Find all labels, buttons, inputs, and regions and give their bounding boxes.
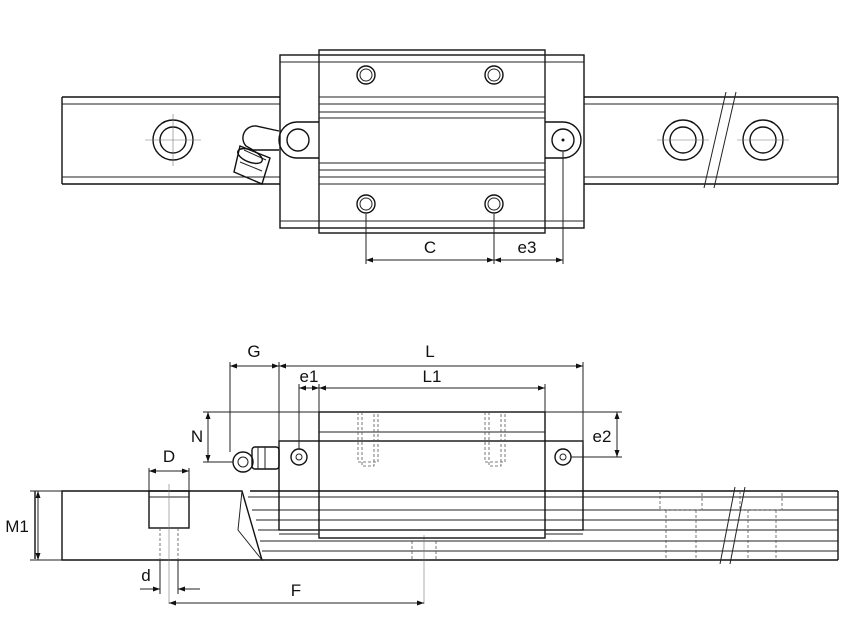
label-C: C [424,238,436,257]
bolt-side [148,484,190,604]
dim-d [140,560,200,594]
carriage-holes-top [356,65,504,214]
label-F: F [291,581,301,600]
grease-nipple-top [233,125,280,185]
label-D: D [163,447,175,466]
label-d: d [141,566,150,585]
grease-nipple-side [232,446,280,473]
label-L: L [425,342,434,361]
label-e1: e1 [300,367,319,386]
end-screws-side [290,448,572,466]
dim-G-L [229,362,584,452]
dim-M1 [30,490,62,561]
label-e2: e2 [593,427,612,446]
carriage-top-view [279,49,585,234]
label-e3: e3 [518,238,537,257]
rail-top-view [61,91,839,189]
carriage-side-view [278,411,584,539]
rail-hole-3 [737,119,789,161]
dim-e2 [545,411,622,458]
top-view: C e3 [61,49,839,264]
dim-N [203,411,319,463]
dim-C-e3 [365,152,564,264]
rail-hole-2 [657,119,709,161]
end-lug-right [545,121,582,159]
dim-D [148,468,190,491]
dim-e1-L1 [298,384,546,449]
label-N: N [191,427,203,446]
rail-holes-hidden [411,491,783,604]
label-G: G [247,342,260,361]
end-lug-left [278,121,319,159]
side-view: G L e1 L1 N e2 D M1 d F [5,342,839,606]
label-M1: M1 [5,517,29,536]
rail-side-view [34,486,839,565]
label-L1: L1 [423,367,442,386]
carriage-holes-hidden [357,412,506,467]
rail-hole-1 [145,114,201,166]
